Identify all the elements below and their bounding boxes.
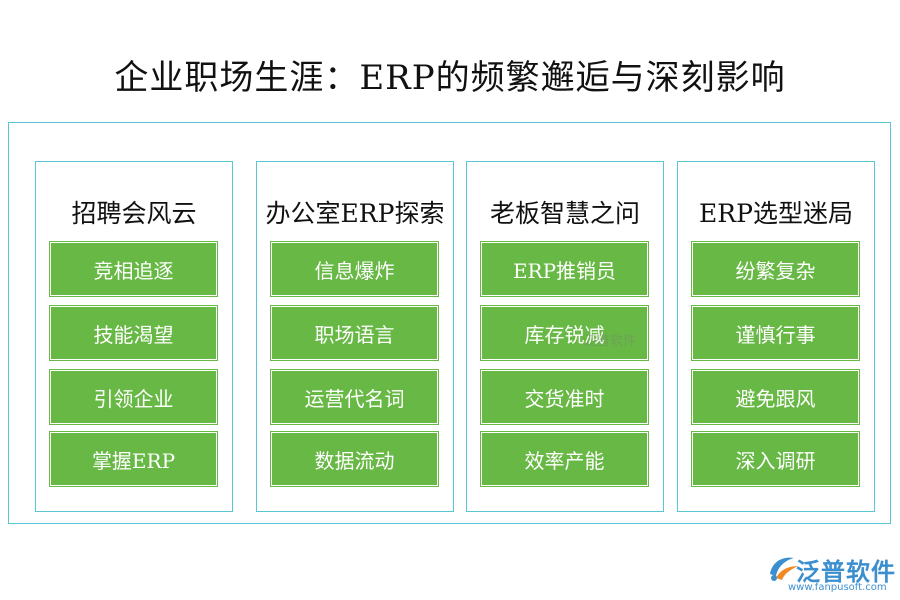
- fanpu-logo-icon: [770, 557, 798, 581]
- column-item: 引领企业: [50, 370, 217, 424]
- column-heading: 办公室ERP探索: [265, 199, 445, 228]
- page-title: 企业职场生涯：ERP的频繁邂逅与深刻影响: [114, 58, 786, 98]
- column-item: 交货准时: [481, 370, 648, 424]
- column-item: 避免跟风: [692, 370, 859, 424]
- column-item: 竞相追逐: [50, 242, 217, 296]
- column-item: 数据流动: [271, 432, 438, 486]
- column-heading: 老板智慧之问: [489, 199, 640, 228]
- logo-name: 泛普软件: [796, 558, 896, 586]
- column-item: 职场语言: [271, 306, 438, 360]
- logo-url: www.fanpusoft.com: [788, 582, 887, 593]
- column-item: 深入调研: [692, 432, 859, 486]
- column-item: 谨慎行事: [692, 306, 859, 360]
- watermark: 泛普软件: [584, 334, 637, 349]
- column-office: 办公室ERP探索 信息爆炸 职场语言 运营代名词 数据流动: [256, 161, 454, 512]
- column-heading: 招聘会风云: [71, 199, 197, 228]
- brand-logo: 泛普软件 www.fanpusoft.com: [766, 552, 896, 596]
- column-item: 效率产能: [481, 432, 648, 486]
- column-heading: ERP选型迷局: [699, 199, 853, 228]
- column-item: 技能渴望: [50, 306, 217, 360]
- column-item: 纷繁复杂: [692, 242, 859, 296]
- column-recruitment: 招聘会风云 竞相追逐 技能渴望 引领企业 掌握ERP: [35, 161, 233, 512]
- column-boss: 老板智慧之问 ERP推销员 库存锐减 交货准时 效率产能: [466, 161, 664, 512]
- column-item: 运营代名词: [271, 370, 438, 424]
- column-item: ERP推销员: [481, 242, 648, 296]
- column-selection: ERP选型迷局 纷繁复杂 谨慎行事 避免跟风 深入调研: [677, 161, 875, 512]
- outer-frame: [8, 122, 891, 524]
- column-item: 库存锐减: [481, 306, 648, 360]
- column-item: 信息爆炸: [271, 242, 438, 296]
- column-item: 掌握ERP: [50, 432, 217, 486]
